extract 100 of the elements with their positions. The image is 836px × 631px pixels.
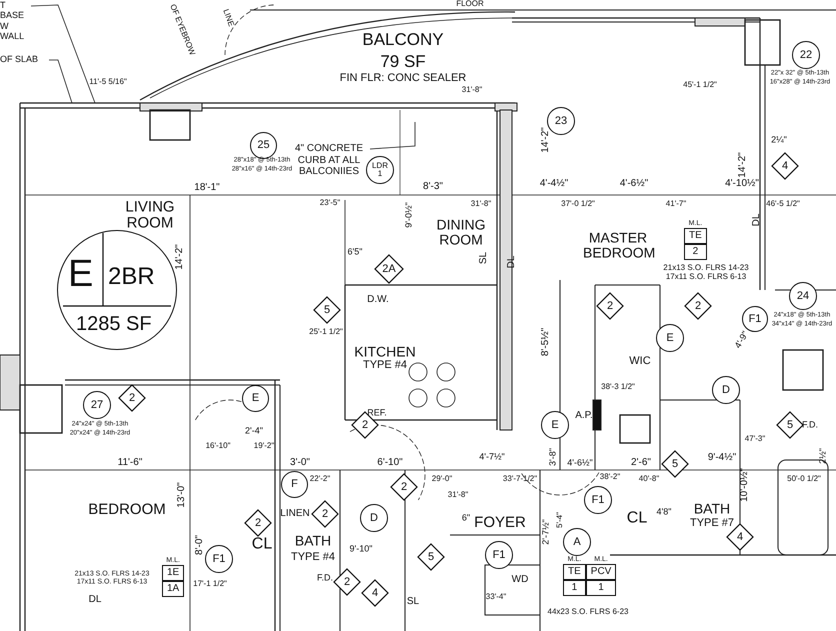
dimension-text: 14'-2" bbox=[540, 127, 552, 153]
tag-text: 23 bbox=[554, 116, 568, 126]
table-cell: TE bbox=[563, 564, 586, 580]
tag-diamond bbox=[661, 450, 689, 478]
tag-text: 4 bbox=[372, 588, 378, 598]
tag-diamond bbox=[313, 296, 341, 324]
note-text: D.W. bbox=[367, 294, 389, 306]
tag-text: 2 bbox=[694, 300, 702, 312]
tag-circle bbox=[242, 385, 269, 412]
dimension-text: 33'-7-1/2" bbox=[502, 474, 538, 484]
dimension-text: 50'-0 1/2" bbox=[787, 474, 821, 484]
tag-text: D bbox=[722, 384, 730, 396]
dimension-text: 4'-7½" bbox=[479, 452, 505, 462]
dimension-text: 38'-2" bbox=[600, 472, 620, 482]
note-text: FIN FLR: CONC SEALER bbox=[340, 73, 466, 85]
note-text: REF. bbox=[367, 408, 387, 418]
tag-text: 5 bbox=[786, 420, 794, 430]
room-label: FOYER bbox=[474, 515, 526, 531]
tag-text: 5 bbox=[428, 552, 434, 562]
dimension-text: 23'-5" bbox=[320, 198, 340, 208]
room-label: DINING ROOM bbox=[436, 217, 486, 247]
tag-text: 22 bbox=[800, 50, 812, 60]
tag-text: E bbox=[666, 332, 674, 344]
tag-circle bbox=[742, 306, 768, 332]
dimension-text: 2½" bbox=[818, 448, 828, 464]
tag-text: F1 bbox=[748, 314, 762, 324]
dimension-text: 6'5" bbox=[348, 247, 362, 257]
tag-text: 2 bbox=[362, 420, 368, 430]
dimension-text: 8'-3" bbox=[423, 182, 443, 192]
table-cell: 1 bbox=[586, 580, 616, 596]
tag-diamond bbox=[361, 579, 389, 607]
room-label: 79 SF bbox=[380, 53, 426, 71]
dimension-text: 11'-5 5/16" bbox=[89, 78, 127, 86]
tag-circle bbox=[205, 545, 233, 573]
tag-table bbox=[684, 220, 707, 260]
note-text: F.D. bbox=[317, 573, 333, 583]
dimension-text: 25'-1 1/2" bbox=[309, 328, 343, 336]
room-label: TYPE #4 bbox=[362, 360, 408, 372]
tag-circle bbox=[712, 376, 740, 404]
dimension-text: 2¼" bbox=[771, 135, 787, 145]
leader-line bbox=[370, 122, 416, 150]
tag-text: 5 bbox=[324, 304, 330, 316]
tag-circle bbox=[485, 541, 513, 569]
dimension-text: 33'-4" bbox=[486, 592, 506, 602]
tag-circle bbox=[281, 471, 308, 498]
tag-circle bbox=[547, 107, 575, 135]
tag-diamond bbox=[776, 411, 804, 439]
tag-diamond bbox=[417, 543, 445, 571]
dimension-text: 11'-6" bbox=[118, 458, 142, 468]
tag-text: A bbox=[573, 536, 581, 548]
tag-diamond bbox=[684, 292, 712, 320]
dimension-text: 6" bbox=[462, 513, 470, 523]
tag-text: F1 bbox=[592, 494, 604, 506]
note-text: OF SLAB bbox=[0, 54, 48, 64]
room-label: KITCHEN bbox=[354, 344, 416, 360]
dimension-text: 4'-10½" bbox=[725, 178, 759, 190]
tag-text: 5 bbox=[672, 458, 678, 470]
dimension-text: 4'-4½" bbox=[540, 178, 568, 190]
tag-text: F1 bbox=[212, 554, 226, 564]
dimension-text: 14'-2" bbox=[738, 152, 748, 178]
note-text: DL bbox=[88, 594, 102, 606]
tag-table bbox=[563, 556, 616, 596]
tag-diamond bbox=[771, 152, 799, 180]
table-cell: 1E bbox=[162, 565, 184, 581]
leader-line bbox=[30, 4, 96, 104]
unit-type-circle bbox=[57, 230, 177, 350]
dimension-text: 4'8" bbox=[656, 507, 672, 517]
room-label: TYPE #7 bbox=[690, 518, 734, 530]
tag-table bbox=[162, 557, 184, 597]
tag-diamond bbox=[244, 509, 272, 537]
room-label: MASTER BEDROOM bbox=[583, 230, 653, 260]
tag-text: 24 bbox=[796, 290, 810, 302]
leader-line bbox=[48, 60, 72, 104]
tag-diamond bbox=[390, 473, 418, 501]
tag-text: F1 bbox=[492, 550, 506, 560]
tag-circle bbox=[360, 504, 388, 532]
dimension-text: 41'-7" bbox=[666, 200, 686, 208]
note-text: LINE bbox=[221, 8, 235, 28]
tag-diamond bbox=[374, 254, 404, 284]
room-label: BEDROOM bbox=[88, 502, 166, 518]
tag-text: 2 bbox=[344, 576, 350, 588]
note-text: DL bbox=[752, 214, 762, 226]
note-text: SL bbox=[478, 252, 490, 264]
tag-text: E bbox=[551, 420, 559, 430]
dimension-text: 45'-1 1/2" bbox=[683, 80, 717, 90]
room-label: BALCONY bbox=[362, 31, 444, 49]
dimension-text: 40'-8" bbox=[638, 474, 660, 484]
note-text: WD bbox=[512, 574, 528, 586]
dimension-text: 14'-2" bbox=[174, 244, 186, 270]
note-text: DL bbox=[506, 256, 518, 268]
tag-text: 4 bbox=[782, 160, 788, 172]
tag-text: F bbox=[291, 479, 298, 490]
unit-type-text: 2BR bbox=[108, 265, 155, 289]
room-label: TYPE #4 bbox=[290, 552, 336, 564]
dimension-text: 2'-7½" bbox=[541, 519, 551, 545]
unit-type-text: 1285 SF bbox=[76, 314, 152, 334]
dimension-text: 3'-8" bbox=[548, 448, 558, 466]
note-text: F.D. bbox=[802, 420, 818, 430]
room-label: WIC bbox=[629, 356, 651, 368]
tag-diamond bbox=[333, 568, 361, 596]
